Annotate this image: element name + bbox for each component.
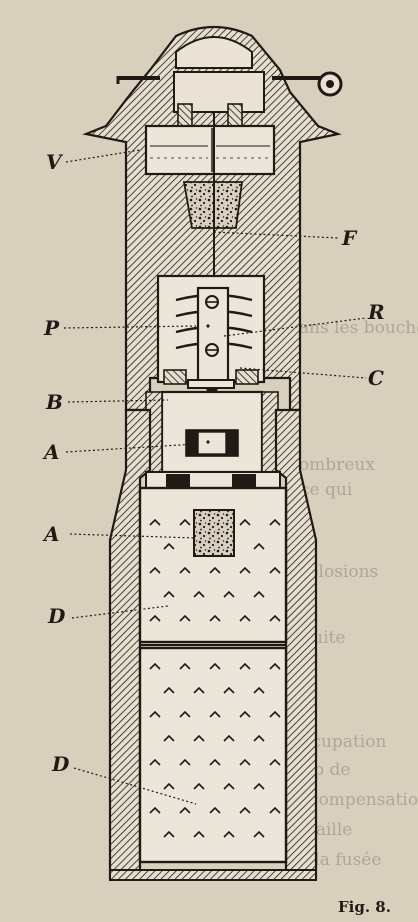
label-p: P — [44, 316, 60, 340]
charge-chevron — [269, 758, 281, 766]
label-a-upper: A — [44, 440, 60, 464]
charge-chevron — [193, 686, 205, 694]
screw-left — [177, 103, 193, 127]
charge-chevron — [209, 758, 221, 766]
charge-chevron — [193, 590, 205, 598]
dome-cap — [175, 36, 253, 69]
charge-chevron — [223, 590, 235, 598]
label-a-lower: A — [44, 522, 60, 546]
detonator-a-lower — [193, 509, 235, 557]
charge-chevron — [179, 806, 191, 814]
charge-chevron — [239, 662, 251, 670]
charge-chevron — [209, 566, 221, 574]
screw-right — [227, 103, 243, 127]
charge-chevron — [193, 782, 205, 790]
charge-chevron — [239, 614, 251, 622]
charge-chevron — [179, 662, 191, 670]
charge-lower-d — [138, 646, 288, 864]
charge-chevron — [209, 662, 221, 670]
show-through-text: la compensation — [288, 790, 418, 810]
charge-chevron — [149, 710, 161, 718]
charge-chevron — [269, 806, 281, 814]
charge-chevron — [179, 566, 191, 574]
charge-chevron — [239, 758, 251, 766]
charge-chevron — [269, 566, 281, 574]
charge-chevron — [149, 806, 161, 814]
charge-chevron — [149, 758, 161, 766]
charge-chevron — [179, 518, 191, 526]
label-c: C — [368, 366, 384, 390]
charge-chevron — [253, 782, 265, 790]
charge-chevron — [239, 518, 251, 526]
charge-chevron — [239, 710, 251, 718]
reservoir-v — [144, 124, 276, 176]
leader-lines — [63, 149, 367, 805]
charge-upper-d — [138, 486, 288, 644]
charge-chevron — [149, 566, 161, 574]
charge-texture — [149, 518, 281, 838]
charge-chevron — [253, 830, 265, 838]
label-d-lower: D — [52, 752, 70, 776]
charge-chevron — [149, 662, 161, 670]
figure-caption: Fig. 8. — [338, 898, 391, 916]
label-r: R — [368, 300, 385, 324]
charge-chevron — [163, 782, 175, 790]
charge-chevron — [179, 758, 191, 766]
charge-chevron — [163, 542, 175, 550]
charge-chevron — [179, 710, 191, 718]
collar-c — [187, 379, 235, 389]
charge-chevron — [163, 686, 175, 694]
show-through-text: dans les bouches — [288, 318, 418, 338]
charge-chevron — [209, 806, 221, 814]
charge-chevron — [163, 734, 175, 742]
fuse-base — [109, 869, 317, 881]
label-f: F — [342, 226, 357, 250]
charge-chevron — [179, 614, 191, 622]
charge-chevron — [223, 830, 235, 838]
charge-chevron — [223, 734, 235, 742]
charge-chevron — [149, 518, 161, 526]
label-v: V — [46, 150, 62, 174]
charge-chevron — [269, 662, 281, 670]
charge-chevron — [209, 614, 221, 622]
charge-chevron — [149, 614, 161, 622]
charge-chevron — [193, 734, 205, 742]
charge-chevron — [269, 710, 281, 718]
charge-chevron — [163, 590, 175, 598]
show-through-text: ce qui — [300, 480, 353, 500]
show-through-text: nombreux — [288, 455, 375, 475]
charge-chevron — [239, 806, 251, 814]
charge-chevron — [209, 710, 221, 718]
charge-chevron — [163, 830, 175, 838]
charge-chevron — [239, 566, 251, 574]
charge-chevron — [223, 782, 235, 790]
label-d-upper: D — [48, 604, 66, 628]
charge-chevron — [253, 686, 265, 694]
charge-chevron — [269, 518, 281, 526]
label-b: B — [46, 390, 63, 414]
charge-chevron — [253, 734, 265, 742]
charge-chevron — [193, 830, 205, 838]
charge-chevron — [253, 542, 265, 550]
charge-chevron — [223, 686, 235, 694]
charge-chevron — [269, 614, 281, 622]
charge-chevron — [253, 590, 265, 598]
